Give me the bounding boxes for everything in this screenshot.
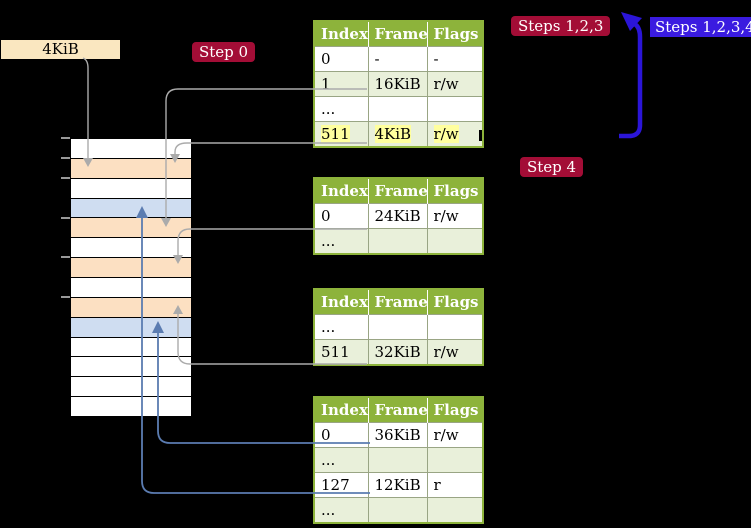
column-header: Flags — [426, 21, 483, 47]
cell-text: 511 — [321, 343, 350, 361]
arrow-steps-loop-icon — [619, 12, 643, 139]
column-header: Index — [314, 178, 368, 204]
memory-row-white — [71, 377, 191, 398]
column-header: Flags — [426, 178, 483, 204]
caret-mark — [479, 130, 482, 141]
table-row: 0 - - — [313, 46, 484, 72]
cell-text: 0 — [321, 426, 331, 444]
cell-text: ... — [321, 232, 336, 250]
steps1234-badge: Steps 1,2,3,4 — [650, 17, 751, 37]
cell-text: 4KiB — [374, 125, 412, 143]
column-header: Flags — [426, 397, 483, 423]
column-header: Frame — [367, 178, 428, 204]
cell-text: 12KiB — [374, 476, 421, 494]
physical-memory-stack — [70, 138, 192, 417]
cell-text: r/w — [433, 207, 459, 225]
column-header: Index — [314, 397, 368, 423]
cell-text: 36KiB — [374, 426, 421, 444]
cell-text: r/w — [433, 75, 459, 93]
step4-badge: Step 4 — [520, 157, 584, 177]
table-row: ... — [313, 314, 484, 340]
column-header: Frame — [367, 397, 428, 423]
cell-text: 0 — [321, 207, 331, 225]
memory-row-white — [71, 397, 191, 417]
cell-text: ... — [321, 100, 336, 118]
cell-text: 24KiB — [374, 207, 421, 225]
memory-row-white — [71, 357, 191, 378]
table-row-highlighted: 511 4KiB r/w — [313, 121, 484, 148]
table-header-row: Index Frame Flags — [314, 289, 483, 315]
step0-badge: Step 0 — [192, 42, 256, 62]
table-row: 0 24KiB r/w — [313, 203, 484, 229]
memory-tick — [61, 157, 70, 159]
table-row: ... — [313, 447, 484, 473]
memory-tick — [61, 296, 70, 298]
memory-row-white — [71, 238, 191, 259]
column-header: Index — [314, 21, 368, 47]
frame-size-label: 4KiB — [1, 40, 120, 59]
table-row: ... — [313, 228, 484, 255]
steps123-badge: Steps 1,2,3 — [511, 16, 611, 36]
column-header: Frame — [367, 289, 428, 315]
column-header: Flags — [426, 289, 483, 315]
memory-row-orange — [71, 258, 191, 279]
column-header: Index — [314, 289, 368, 315]
cell-text: r/w — [433, 125, 459, 143]
cell-text: 16KiB — [374, 75, 421, 93]
table-row: ... — [313, 497, 484, 524]
table-row: 127 12KiB r — [313, 472, 484, 498]
table-row: 511 32KiB r/w — [313, 339, 484, 366]
cell-text: 127 — [321, 476, 350, 494]
cell-text: ... — [321, 318, 336, 336]
table-header-row: Index Frame Flags — [314, 21, 483, 47]
memory-row-orange — [71, 297, 191, 318]
page-table-4: Index Frame Flags 0 36KiB r/w ... 127 12… — [313, 396, 484, 524]
memory-row-white — [71, 278, 191, 298]
memory-row-blue — [71, 317, 191, 338]
memory-row-blue — [71, 198, 191, 219]
memory-tick — [61, 217, 70, 219]
cell-text: 0 — [321, 50, 331, 68]
table-row: 0 36KiB r/w — [313, 422, 484, 448]
memory-row-orange — [71, 218, 191, 239]
cell-text: 1 — [321, 75, 331, 93]
memory-tick — [61, 177, 70, 179]
memory-row-white — [71, 178, 191, 199]
cell-text: ... — [321, 451, 336, 469]
table-header-row: Index Frame Flags — [314, 178, 483, 204]
memory-row-white — [71, 337, 191, 358]
table-header-row: Index Frame Flags — [314, 397, 483, 423]
page-table-2: Index Frame Flags 0 24KiB r/w ... — [313, 177, 484, 255]
memory-row-orange — [71, 158, 191, 179]
cell-text: - — [374, 50, 380, 68]
memory-tick — [61, 137, 70, 139]
column-header: Frame — [367, 21, 428, 47]
cell-text: r — [433, 476, 441, 494]
table-row: ... — [313, 96, 484, 122]
table-row: 1 16KiB r/w — [313, 71, 484, 97]
memory-row-white — [71, 139, 191, 159]
cell-text: 32KiB — [374, 343, 421, 361]
cell-text: - — [433, 50, 439, 68]
memory-tick — [61, 256, 70, 258]
page-table-1: Index Frame Flags 0 - - 1 16KiB r/w ... … — [313, 20, 484, 148]
cell-text: r/w — [433, 343, 459, 361]
page-table-3: Index Frame Flags ... 511 32KiB r/w — [313, 288, 484, 366]
cell-text: r/w — [433, 426, 459, 444]
cell-text: 511 — [321, 125, 350, 143]
cell-text: ... — [321, 501, 336, 519]
